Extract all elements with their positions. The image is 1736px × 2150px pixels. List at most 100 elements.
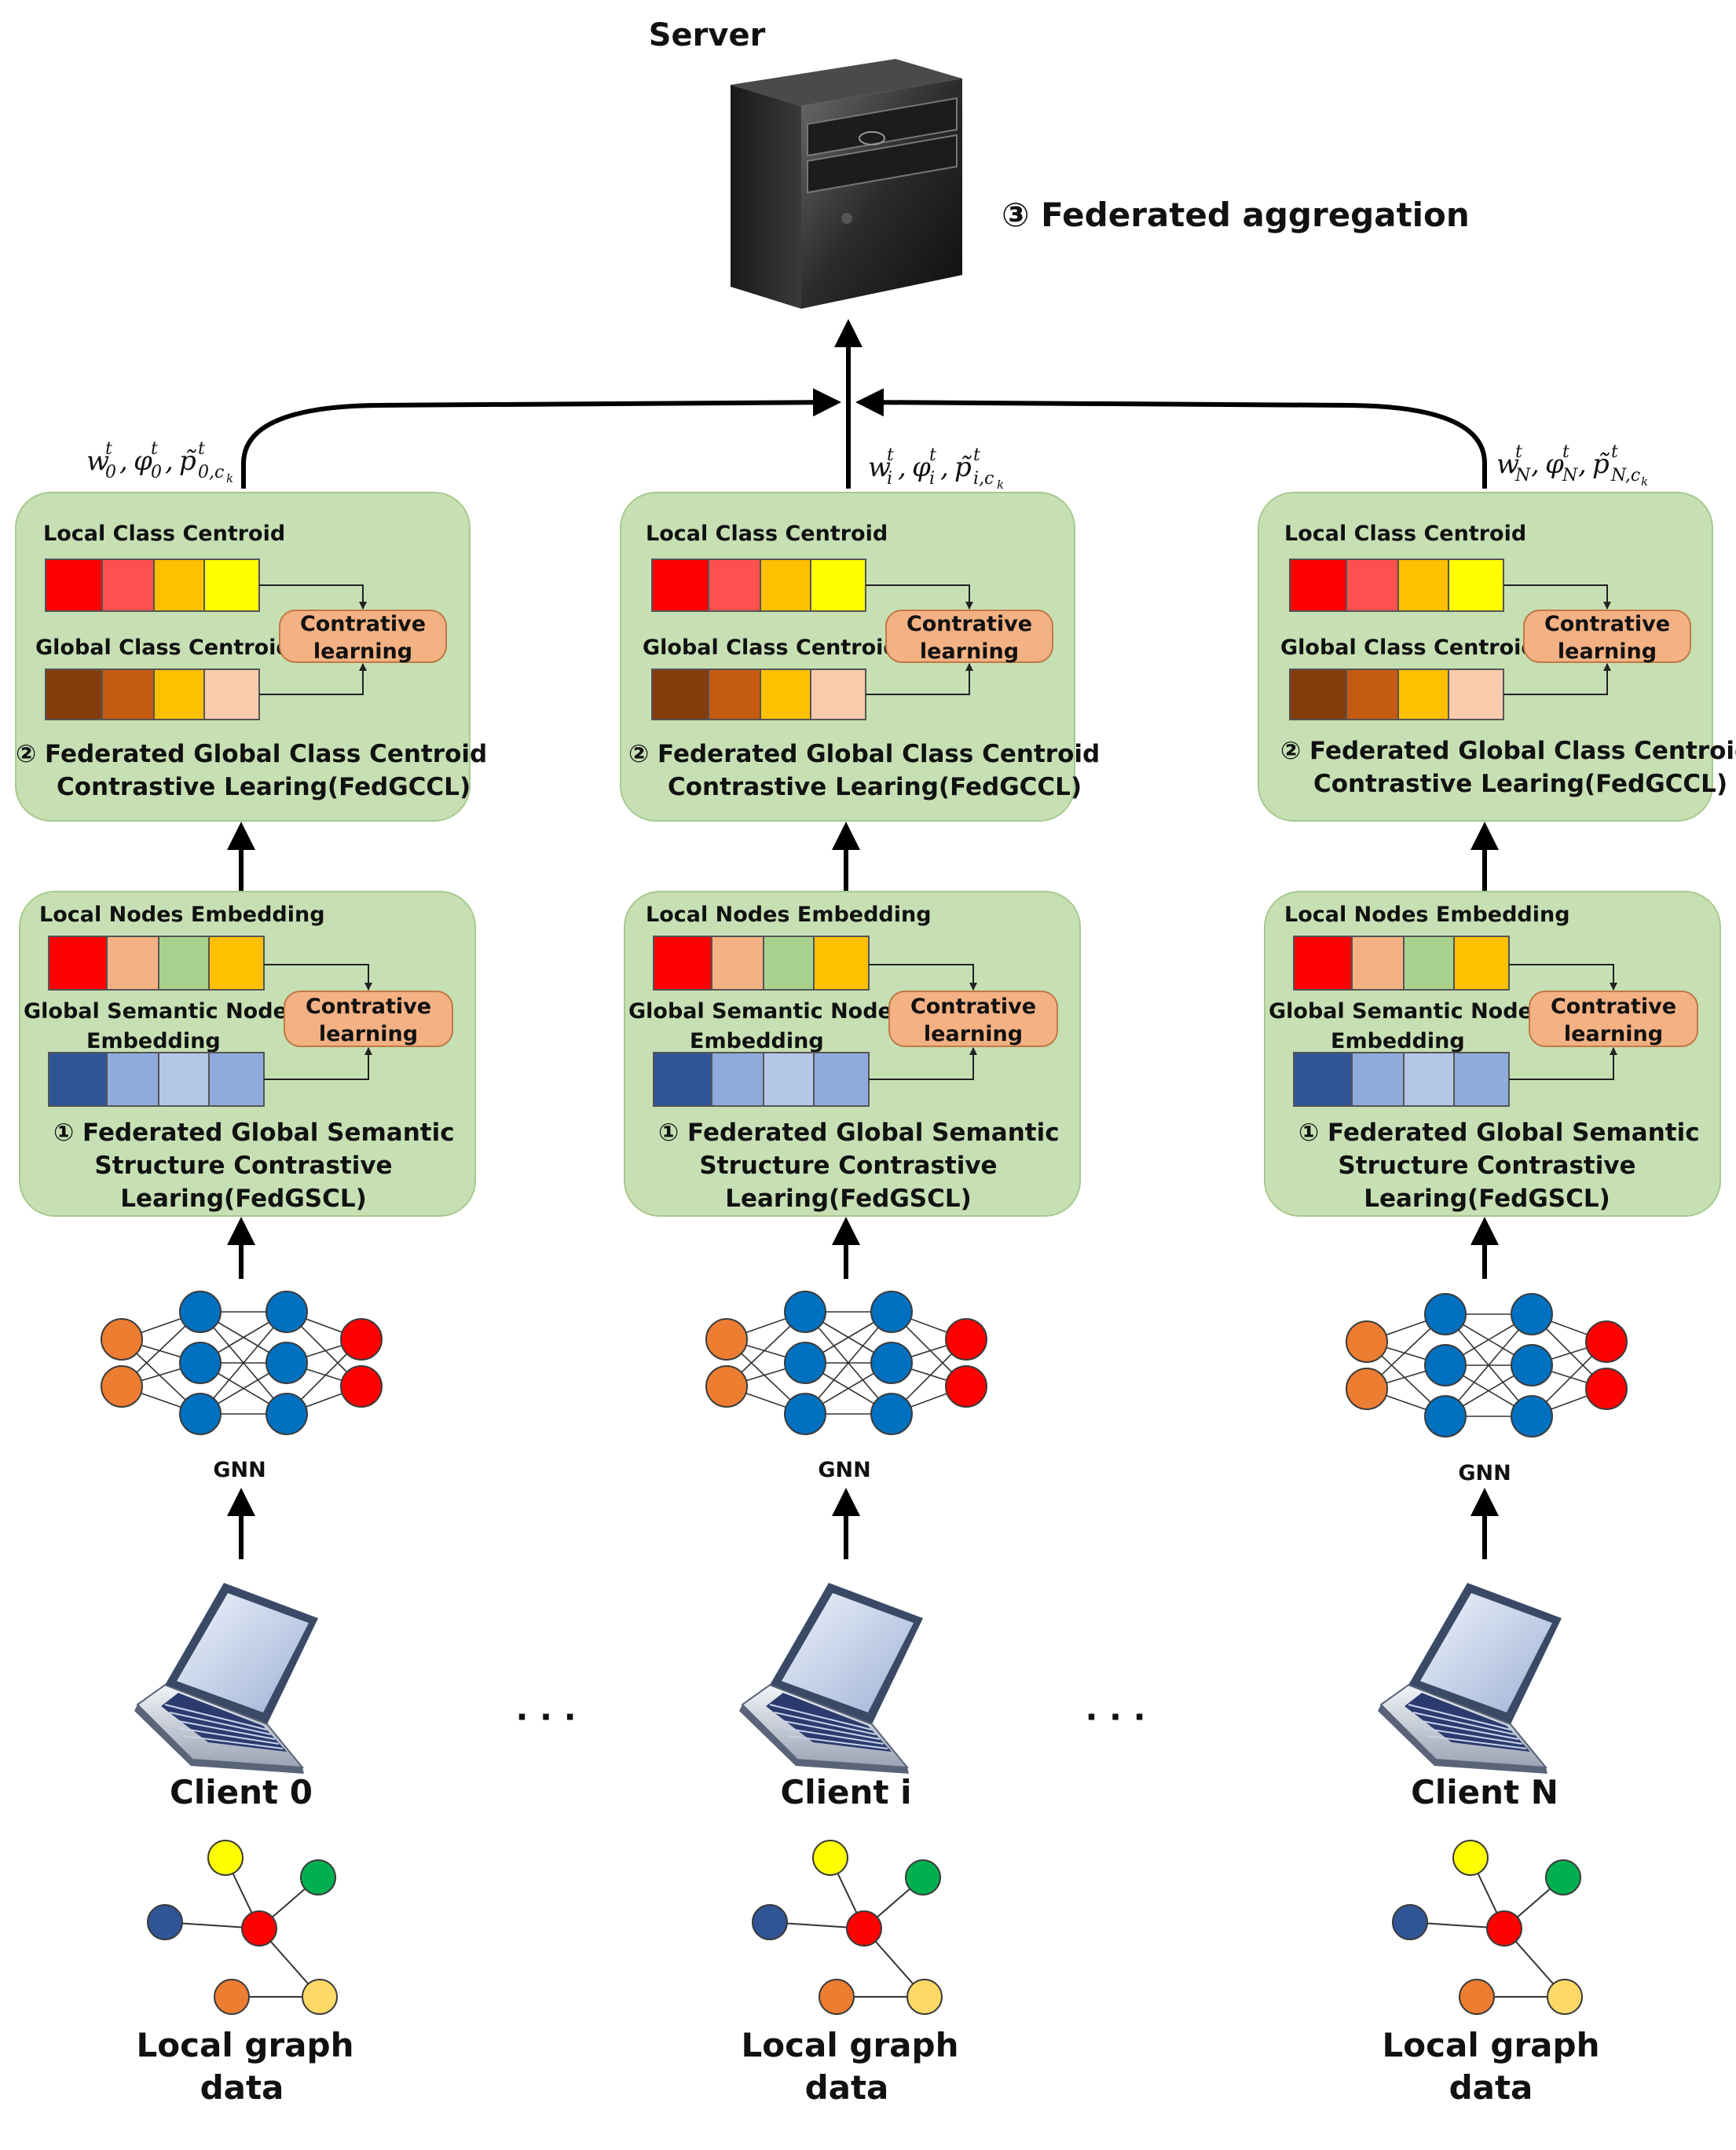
contrastive-learning-pill	[284, 991, 453, 1047]
upload-label-i: w t i , φ t i , p̃ t i,c k	[868, 445, 1004, 492]
svg-text:t: t	[929, 445, 936, 465]
global-centroid-cell	[203, 668, 260, 720]
svg-text:N: N	[1514, 466, 1531, 485]
svg-text:w: w	[86, 445, 109, 477]
svg-text:Embedding: Embedding	[1331, 1029, 1465, 1053]
local-graph-n	[1392, 1840, 1583, 2015]
nn-neuron	[1511, 1293, 1553, 1335]
svg-text:Local Nodes Embedding: Local Nodes Embedding	[646, 903, 932, 927]
svg-text:w: w	[1496, 449, 1519, 480]
laptop-keyboard	[161, 1693, 287, 1752]
svg-text:,: ,	[1531, 449, 1540, 480]
nn-neuron	[1424, 1293, 1467, 1335]
svg-text:learning: learning	[924, 1022, 1023, 1046]
graph-node	[1547, 1979, 1583, 2015]
svg-text:,: ,	[898, 452, 906, 483]
nn-neuron	[266, 1291, 308, 1333]
gscl-step-text: Structure Contrastive	[94, 1152, 392, 1180]
client-name: Client 0	[170, 1773, 313, 1811]
nn-neuron	[179, 1291, 222, 1333]
local-embedding-cell	[106, 936, 159, 991]
svg-text:t: t	[198, 439, 205, 459]
svg-text:φ: φ	[912, 452, 931, 483]
svg-text:0: 0	[151, 463, 162, 482]
server-icon	[731, 59, 962, 309]
nn-neuron	[784, 1393, 826, 1435]
svg-text:0,c: 0,c	[198, 463, 224, 482]
svg-text:GNN: GNN	[1458, 1461, 1511, 1485]
upload-connectors	[241, 319, 1487, 489]
svg-text:t: t	[1611, 442, 1618, 462]
svg-text:t: t	[973, 445, 980, 465]
nn-neuron	[1424, 1344, 1467, 1386]
svg-text:Contrative: Contrative	[300, 612, 426, 636]
nn-neuron	[1585, 1368, 1628, 1410]
svg-text:,: ,	[165, 445, 174, 477]
svg-text:Embedding: Embedding	[690, 1029, 824, 1053]
gccl-step-text: Contrastive Learing(FedGCCL)	[57, 773, 471, 801]
gscl-step-text: ① Federated Global Semantic	[53, 1119, 455, 1147]
graph-node	[752, 1904, 788, 1940]
global-centroid-cell	[153, 668, 205, 720]
svg-text:t: t	[151, 439, 158, 459]
laptop-icon	[739, 1583, 923, 1774]
laptop-keyboard	[766, 1693, 892, 1752]
svg-text:Contrative: Contrative	[910, 994, 1036, 1019]
upload-label-0: w t 0 , φ t 0 , p̃ t 0,c k	[86, 439, 233, 485]
nn-neuron	[340, 1365, 383, 1408]
gnn-label: GNN	[213, 1458, 266, 1482]
svg-text:Contrastive Learing(FedGCCL): Contrastive Learing(FedGCCL)	[668, 773, 1082, 801]
svg-text:Client N: Client N	[1411, 1773, 1558, 1811]
graph-node	[300, 1859, 336, 1895]
svg-text:GNN: GNN	[818, 1458, 870, 1482]
nn-neuron	[101, 1365, 143, 1408]
graph-node	[905, 1859, 941, 1895]
graph-node	[846, 1910, 882, 1947]
svg-text:Contrative: Contrative	[1544, 612, 1670, 636]
local-embedding-cell	[48, 936, 108, 991]
svg-text:t: t	[1562, 442, 1569, 462]
upload-label-n: w t N , φ t N , p̃ t N,c k	[1496, 442, 1648, 489]
svg-text:Learing(FedGSCL): Learing(FedGSCL)	[1364, 1185, 1610, 1213]
nn-neuron	[784, 1291, 826, 1333]
gscl-box-n: Local Nodes Embedding Global Semantic No…	[1264, 891, 1721, 1217]
nn-edge	[1445, 1313, 1533, 1417]
nn-neuron	[1346, 1320, 1388, 1363]
svg-text:② Federated Global Class Centr: ② Federated Global Class Centroid	[1280, 737, 1736, 765]
laptop-screen	[782, 1593, 914, 1712]
svg-text:N: N	[1562, 466, 1578, 485]
nn-neuron	[1346, 1368, 1388, 1410]
svg-text:,: ,	[1578, 449, 1587, 480]
svg-text:Contrative: Contrative	[906, 612, 1032, 636]
svg-text:k: k	[997, 478, 1004, 492]
graph-node	[819, 1979, 855, 2015]
global-embedding-cell	[106, 1052, 159, 1107]
laptop-screen	[177, 1593, 309, 1712]
svg-text:0: 0	[105, 463, 116, 482]
graph-node	[302, 1979, 338, 2015]
graph-node	[1392, 1904, 1428, 1940]
local-nodes-embedding-label: Local Nodes Embedding	[39, 903, 325, 927]
nn-neuron	[1424, 1395, 1467, 1438]
svg-text:Global Semantic Nodes: Global Semantic Nodes	[1269, 999, 1545, 1024]
svg-text:Local graph: Local graph	[742, 2026, 959, 2064]
gnn-network-0	[101, 1291, 383, 1435]
nn-neuron	[179, 1342, 222, 1384]
svg-text:data: data	[1449, 2068, 1533, 2107]
graph-node	[1452, 1840, 1489, 1876]
nn-neuron	[266, 1342, 308, 1384]
gccl-step-text: ② Federated Global Class Centroid	[16, 740, 487, 768]
laptop-icon	[134, 1583, 318, 1774]
nn-edge	[200, 1311, 288, 1415]
gccl-box-0: Local Class Centroid Global Class Centro…	[15, 492, 487, 822]
client-0-column: Local Class Centroid Global Class Centro…	[15, 492, 487, 2107]
nn-neuron	[870, 1393, 913, 1435]
graph-node	[147, 1904, 183, 1940]
svg-text:Contrastive Learing(FedGCCL): Contrastive Learing(FedGCCL)	[1313, 770, 1727, 798]
nn-neuron	[1511, 1395, 1553, 1438]
svg-text:Learing(FedGSCL): Learing(FedGSCL)	[725, 1185, 972, 1213]
svg-text:Contrative: Contrative	[306, 994, 431, 1019]
gscl-box-0: Local Nodes Embedding Global Semantic No…	[19, 891, 476, 1217]
nn-neuron	[870, 1342, 913, 1384]
global-embedding-cell	[158, 1052, 210, 1107]
